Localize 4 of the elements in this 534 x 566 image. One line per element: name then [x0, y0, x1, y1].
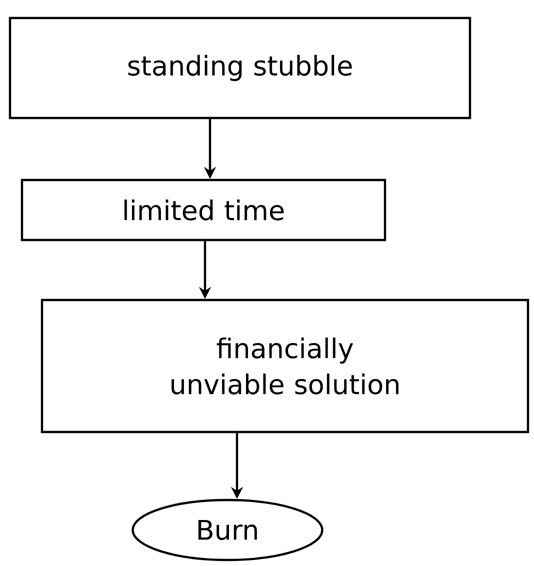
process-box: standing stubble [8, 16, 472, 120]
process-box: limited time [20, 178, 386, 242]
terminal-oval: Burn [132, 498, 324, 562]
process-box: financially unviable solution [40, 298, 530, 434]
